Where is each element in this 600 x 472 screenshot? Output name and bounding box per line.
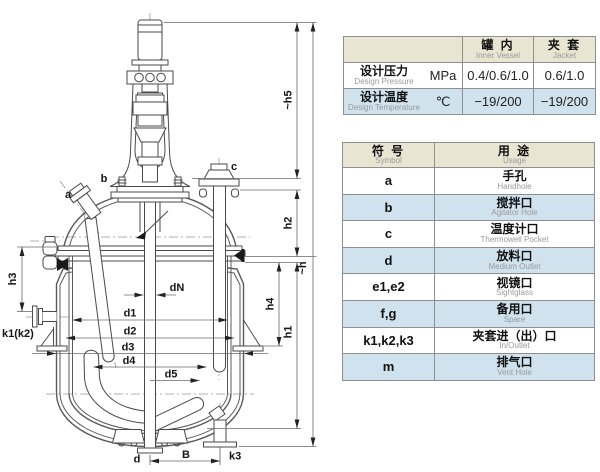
symbol-a: a bbox=[343, 168, 435, 195]
svg-text:d5: d5 bbox=[165, 369, 178, 381]
k1-nozzle bbox=[32, 305, 264, 352]
usage-k: 夹套进（出）口 In/Outlet bbox=[435, 327, 595, 355]
symbol-header: 符 号 Symbol bbox=[343, 143, 435, 168]
symbol-k: k1,k2,k3 bbox=[343, 327, 435, 355]
motor bbox=[126, 19, 174, 85]
dimension-lines bbox=[17, 22, 317, 465]
reactor-diagram: a b c d B k3 k1(k2) dN d1 d2 d3 d4 d5 h3… bbox=[2, 13, 317, 466]
svg-text:~h: ~h bbox=[297, 261, 309, 274]
svg-text:dN: dN bbox=[170, 282, 185, 294]
spec-header-inner: 罐 内 Inner Vessel bbox=[463, 37, 534, 63]
svg-text:d: d bbox=[134, 454, 141, 466]
spec-pressure-inner: 0.4/0.6/1.0 bbox=[463, 63, 534, 89]
drive-lantern bbox=[109, 83, 191, 187]
thermowell-nozzle-c bbox=[198, 163, 240, 198]
svg-text:h1: h1 bbox=[283, 326, 295, 339]
svg-text:~h5: ~h5 bbox=[283, 90, 295, 109]
spec-row-pressure-label: 设计压力 Design Pressure MPa bbox=[344, 63, 463, 89]
handhole-a bbox=[68, 182, 102, 221]
spec-temperature-inner: −19/200 bbox=[463, 89, 534, 115]
dip-pipe bbox=[84, 216, 115, 363]
symbol-e: e1,e2 bbox=[343, 274, 435, 301]
svg-text:c: c bbox=[231, 161, 237, 173]
dimension-labels: a b c d B k3 k1(k2) dN d1 d2 d3 d4 d5 h3… bbox=[2, 90, 309, 465]
symbol-fg: f,g bbox=[343, 300, 435, 328]
svg-text:d3: d3 bbox=[122, 342, 135, 354]
usage-b: 搅拌口 Agitator Hole bbox=[435, 194, 595, 222]
svg-text:b: b bbox=[101, 173, 108, 185]
symbol-m: m bbox=[343, 354, 435, 381]
symbol-table: 符 号 Symbol 用 途 Usage a 手孔 Handhole b 搅拌口… bbox=[342, 142, 595, 381]
spec-table: 罐 内 Inner Vessel 夹 套 Jacket 设计压力 Design … bbox=[343, 36, 596, 115]
thermowell-pipe bbox=[213, 185, 226, 373]
usage-m: 排气口 Vent Hole bbox=[435, 354, 595, 381]
spec-temperature-jacket: −19/200 bbox=[534, 89, 596, 115]
svg-text:a: a bbox=[65, 189, 72, 201]
symbol-c: c bbox=[343, 221, 435, 248]
svg-text:k1(k2): k1(k2) bbox=[2, 328, 34, 340]
spec-header-jacket: 夹 套 Jacket bbox=[534, 37, 596, 63]
svg-text:h3: h3 bbox=[7, 273, 19, 286]
svg-text:d2: d2 bbox=[124, 326, 137, 338]
svg-text:h4: h4 bbox=[265, 297, 277, 311]
anchor-impeller bbox=[83, 349, 204, 432]
svg-text:k3: k3 bbox=[229, 451, 241, 463]
symbol-d: d bbox=[343, 247, 435, 275]
agitator-flange-b bbox=[110, 176, 190, 203]
usage-e: 视镜口 Sightglass bbox=[435, 274, 595, 301]
svg-text:B: B bbox=[182, 449, 190, 461]
bottom-outlet bbox=[137, 447, 163, 454]
usage-d: 放料口 Medium Outlet bbox=[435, 247, 595, 275]
usage-header: 用 途 Usage bbox=[435, 143, 595, 168]
svg-text:d1: d1 bbox=[124, 308, 137, 320]
k3-nozzle bbox=[203, 405, 237, 448]
sightglass-valve bbox=[42, 236, 68, 271]
spec-row-temperature-label: 设计温度 Design Temperature ℃ bbox=[344, 89, 463, 115]
spec-pressure-jacket: 0.6/1.0 bbox=[534, 63, 596, 89]
support-legs bbox=[111, 429, 189, 447]
agitator-shaft bbox=[139, 187, 161, 448]
usage-c: 温度计口 Thermowell Pocket bbox=[435, 221, 595, 248]
spec-header-empty bbox=[344, 37, 463, 63]
usage-fg: 备用口 Spare bbox=[435, 300, 595, 328]
usage-a: 手孔 Handhole bbox=[435, 168, 595, 195]
symbol-b: b bbox=[343, 194, 435, 222]
svg-text:h2: h2 bbox=[283, 217, 295, 230]
svg-text:d4: d4 bbox=[123, 355, 137, 367]
section-mark bbox=[136, 210, 169, 240]
